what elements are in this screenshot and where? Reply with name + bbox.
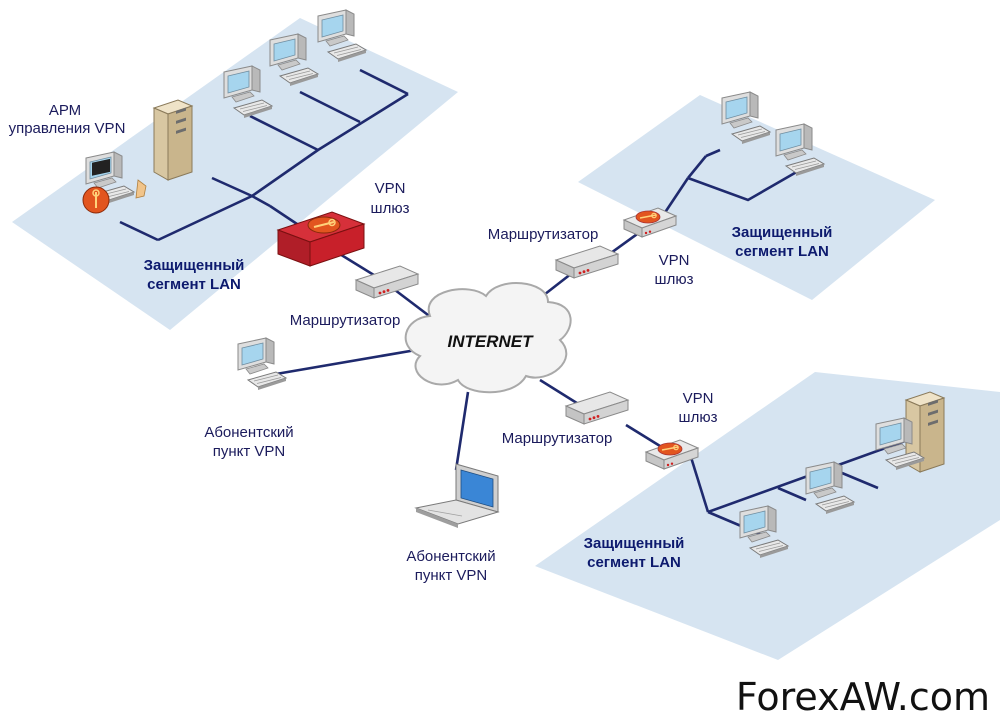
- vpn-gateway-bottom-label-line1: VPN: [682, 390, 714, 407]
- router-left-label: Маршрутизатор: [289, 312, 401, 329]
- router-bottom-right-label: Маршрутизатор: [501, 430, 613, 447]
- vpn-gateway-bottom-label-line2: шлюз: [678, 409, 718, 426]
- vpn-gateway-device-top-left: [276, 211, 366, 267]
- subscriber-left-label-line1: Абонентский: [204, 424, 294, 441]
- segment-top-left-label-line1: Защищенный: [143, 257, 245, 274]
- segment-bottom-label-line2: сегмент LAN: [587, 554, 681, 571]
- vpn-admin-label-line1: АРМ: [48, 102, 82, 119]
- segment-right-label-line2: сегмент LAN: [735, 243, 829, 260]
- router-icon: [565, 391, 629, 425]
- lan-wiring-top-right: [658, 148, 801, 221]
- internet-cloud: [404, 282, 572, 394]
- segment-top-left-label-line2: сегмент LAN: [147, 276, 241, 293]
- router-icon: [555, 245, 619, 279]
- vpn-gateway-top-label-line2: шлюз: [370, 200, 410, 217]
- internet-label: INTERNET: [447, 332, 533, 351]
- subscriber-bottom-label-line2: пункт VPN: [414, 567, 488, 584]
- vpn-gateway-icon: [623, 207, 677, 238]
- lan-segment-plane-top-right: [578, 95, 935, 300]
- router-top-right-label: Маршрутизатор: [487, 226, 599, 243]
- watermark-text: ForexAW.com: [735, 675, 990, 719]
- laptop-icon: [414, 463, 500, 528]
- subscriber-left-label-line2: пункт VPN: [212, 443, 286, 460]
- vpn-admin-label-line2: управления VPN: [8, 120, 126, 137]
- remote-workstation-icon: [237, 337, 287, 391]
- lan-wiring-top-left: [119, 68, 409, 242]
- subscriber-bottom-label-line1: Абонентский: [406, 548, 496, 565]
- vpn-admin-workstation-icon: [82, 151, 147, 214]
- server-tower-icon: [153, 99, 193, 181]
- lan-segment-plane-top-left: [12, 18, 458, 330]
- vpn-gateway-top-label-line1: VPN: [374, 180, 406, 197]
- segment-bottom-label-line1: Защищенный: [583, 535, 685, 552]
- vpn-gateway-right-label-line2: шлюз: [654, 271, 694, 288]
- vpn-gateway-right-label-line1: VPN: [658, 252, 690, 269]
- segment-right-label-line1: Защищенный: [731, 224, 833, 241]
